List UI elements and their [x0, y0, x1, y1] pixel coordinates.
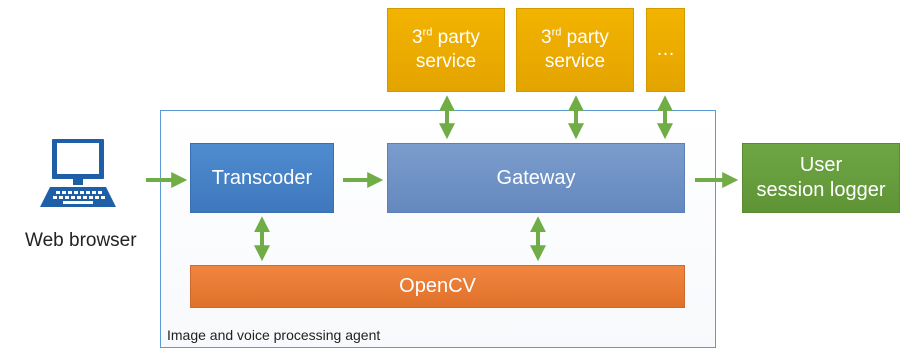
third-party-1-line1: 3rd party	[412, 26, 480, 49]
third-party-service-2: 3rd party service	[516, 8, 634, 92]
logger-line1: User	[799, 154, 843, 176]
third-party-service-more: …	[646, 8, 685, 92]
opencv-label: OpenCV	[399, 275, 476, 297]
web-browser-label: Web browser	[25, 230, 137, 251]
third-party-1-line2: service	[415, 51, 477, 72]
transcoder-label: Transcoder	[211, 166, 313, 189]
opencv-box: OpenCV	[190, 265, 685, 308]
third-party-service-1: 3rd party service	[387, 8, 505, 92]
more-services-ellipsis: …	[656, 39, 675, 61]
gateway-label: Gateway	[496, 166, 576, 189]
third-party-2-line2: service	[544, 51, 606, 72]
logger-line2: session logger	[756, 179, 886, 201]
gateway-box: Gateway	[387, 143, 685, 213]
third-party-2-line1: 3rd party	[541, 26, 609, 49]
transcoder-box: Transcoder	[190, 143, 334, 213]
agent-container-label: Image and voice processing agent	[167, 327, 381, 343]
user-session-logger-box: User session logger	[742, 143, 900, 213]
computer-icon	[40, 139, 116, 207]
